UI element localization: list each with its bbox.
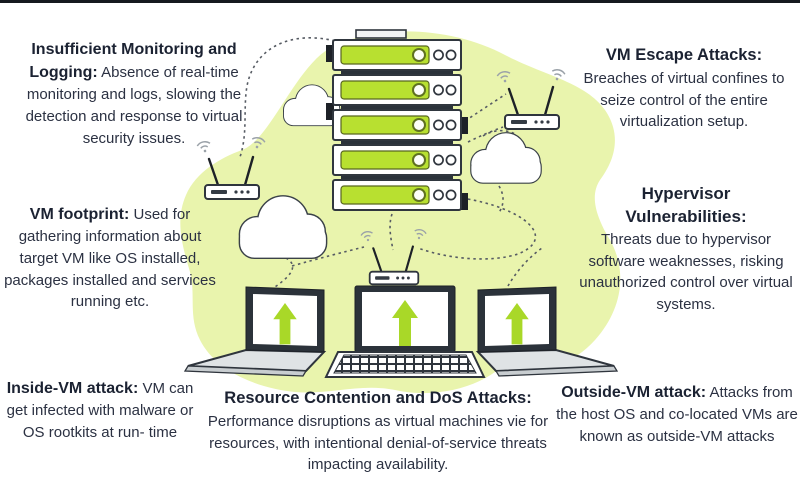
threat-body: Absence of real-time monitoring and logs… bbox=[25, 64, 243, 147]
threat-body: VM can get infected with malware or OS r… bbox=[6, 380, 194, 441]
threat-body: Attacks from the host OS and co-located … bbox=[556, 384, 798, 445]
server-unit bbox=[332, 74, 462, 106]
threat-body: Used for gathering information about tar… bbox=[4, 206, 216, 311]
threat-heading: Outside-VM attack: bbox=[561, 384, 707, 401]
top-border-line bbox=[0, 0, 800, 3]
server-unit bbox=[332, 109, 462, 141]
threat-heading: Inside-VM attack: bbox=[6, 380, 139, 397]
threat-heading: Hypervisor Vulnerabilities: bbox=[625, 184, 747, 226]
server-rack-icon bbox=[326, 29, 468, 211]
server-unit bbox=[332, 39, 462, 71]
threat-heading: VM footprint: bbox=[29, 206, 130, 223]
threat-label-vm-escape: VM Escape Attacks: Breaches of virtual c… bbox=[570, 44, 798, 133]
threat-label-resource-contention: Resource Contention and DoS Attacks: Per… bbox=[202, 387, 554, 476]
threat-label-inside-vm: Inside-VM attack: VM can get infected wi… bbox=[0, 377, 200, 444]
threat-body: Breaches of virtual confines to seize co… bbox=[583, 69, 785, 131]
server-unit bbox=[332, 179, 462, 211]
threat-heading: VM Escape Attacks: bbox=[605, 46, 763, 64]
laptop-icon bbox=[324, 285, 486, 378]
threat-body: Performance disruptions as virtual machi… bbox=[207, 412, 549, 474]
threat-label-vm-footprint: VM footprint: Used for gathering informa… bbox=[2, 203, 218, 313]
threat-label-outside-vm: Outside-VM attack: Attacks from the host… bbox=[554, 381, 800, 448]
threat-label-insufficient-monitoring: Insufficient Monitoring and Logging: Abs… bbox=[4, 38, 264, 150]
threat-heading: Insufficient Monitoring and Logging: bbox=[29, 41, 237, 82]
threat-heading: Resource Contention and DoS Attacks: bbox=[224, 389, 532, 407]
dashed-connectors bbox=[239, 37, 543, 290]
threat-body: Threats due to hypervisor software weakn… bbox=[579, 230, 793, 314]
threat-label-hypervisor-vulnerabilities: Hypervisor Vulnerabilities: Threats due … bbox=[572, 183, 800, 316]
server-unit bbox=[332, 144, 462, 176]
laptop-icon bbox=[183, 286, 327, 377]
laptop-icon bbox=[475, 286, 619, 377]
